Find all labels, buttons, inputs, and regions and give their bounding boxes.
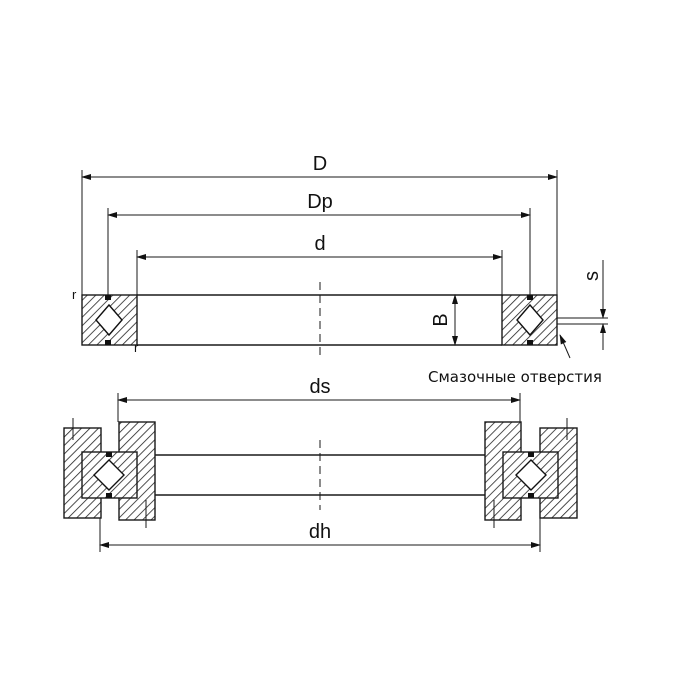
- label-r-top: r: [72, 287, 77, 302]
- label-ds: ds: [309, 376, 330, 398]
- top-section: D Dp d B s r r Смазочные отверстия: [72, 153, 608, 386]
- label-Dp: Dp: [307, 191, 333, 213]
- label-d: d: [314, 233, 325, 255]
- label-dh: dh: [309, 521, 331, 543]
- roller-right: [516, 303, 544, 337]
- roller-left: [95, 303, 123, 337]
- label-r-bottom: r: [134, 340, 139, 355]
- label-B: B: [430, 313, 452, 326]
- label-s: s: [581, 271, 603, 281]
- lubrication-holes-label: Смазочные отверстия: [428, 368, 602, 386]
- label-D: D: [313, 153, 327, 175]
- mounting-section: ds dh: [63, 376, 578, 552]
- lubrication-leader: [559, 334, 571, 359]
